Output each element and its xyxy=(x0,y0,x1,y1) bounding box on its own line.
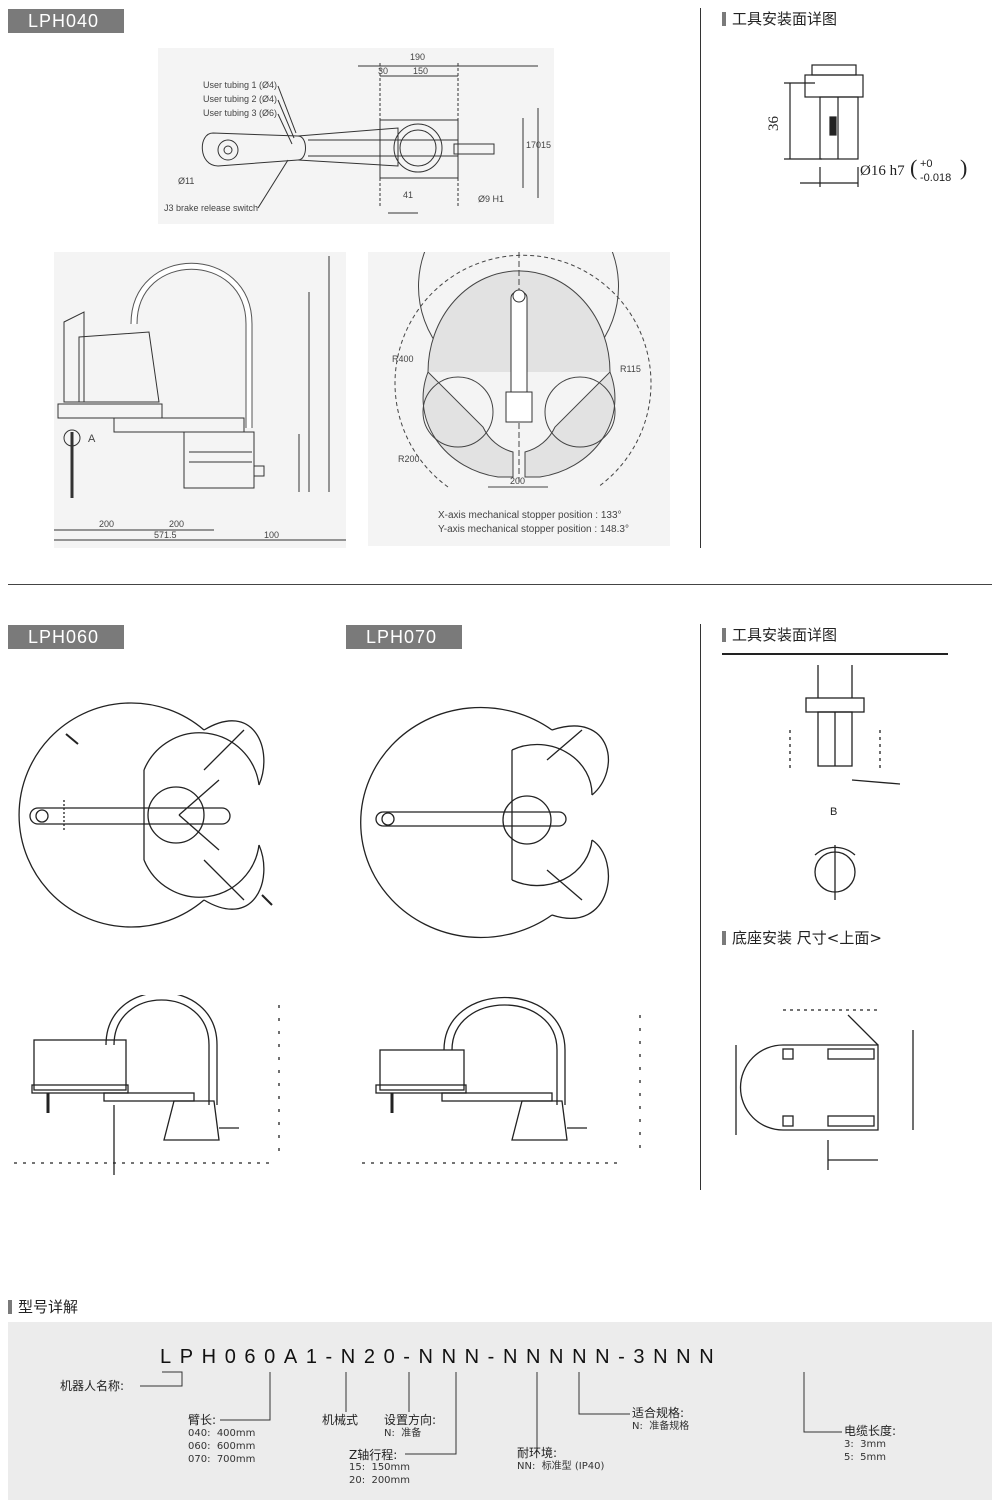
tool-mount-title-top: 工具安装面详图 xyxy=(722,10,837,28)
dim-label: 100 xyxy=(264,530,279,540)
reach-label: R400 xyxy=(392,354,414,364)
annotation-label: User tubing 2 (Ø4) xyxy=(203,94,277,104)
divider-horizontal xyxy=(8,584,992,585)
cable-label: 电缆长度: xyxy=(844,1424,897,1438)
annotation-label: User tubing 3 (Ø6) xyxy=(203,108,277,118)
reach-label: R115 xyxy=(620,364,641,374)
arm-length-option: 060: 600mm xyxy=(188,1441,256,1452)
environment-label: 耐环境: xyxy=(517,1446,558,1460)
model-tag-lph070: LPH070 xyxy=(346,625,462,649)
arm-length-option: 040: 400mm xyxy=(188,1428,256,1439)
robot-name-label: 机器人名称: xyxy=(60,1379,125,1393)
tool-dim-diameter: Ø16 h7 xyxy=(860,163,905,179)
environment-option: NN: 标准型 (IP40) xyxy=(517,1461,605,1472)
lph040-side-view-drawing: A 200 200 571.5 100 xyxy=(54,252,346,548)
model-code: LPH060A1-N20-NNN-NNNNN-3NNN xyxy=(160,1346,723,1368)
dim-label: 200 xyxy=(99,519,114,529)
arm-length-option: 070: 700mm xyxy=(188,1454,256,1465)
svg-text:): ) xyxy=(960,155,967,180)
lph040-tool-mount-drawing: 36 Ø16 h7 ( +0 -0.018 ) xyxy=(760,55,975,195)
spec-label: 适合规格: xyxy=(632,1406,685,1420)
lph070-reach-drawing xyxy=(352,690,652,950)
tool-detail-marker-b: B xyxy=(830,806,837,818)
lph060-tool-mount-drawing: B xyxy=(730,660,950,920)
tool-tol-upper: +0 xyxy=(920,158,933,170)
cable-option: 3: 3mm xyxy=(844,1439,886,1450)
model-tag-lph060: LPH060 xyxy=(8,625,124,649)
dim-label: 41 xyxy=(403,190,413,200)
tool-tol-lower: -0.018 xyxy=(920,172,951,184)
install-dir-option: N: 准备 xyxy=(384,1428,422,1439)
lph060-side-view-drawing xyxy=(4,995,304,1185)
tool-title-underline xyxy=(722,653,948,655)
dim-label: 200 xyxy=(169,519,184,529)
dim-label: 170 xyxy=(526,140,541,150)
model-detail-title: 型号详解 xyxy=(8,1298,78,1316)
install-dir-label: 设置方向: xyxy=(384,1413,437,1427)
lph070-side-view-drawing xyxy=(352,995,652,1185)
arm-length-label: 臂长: xyxy=(188,1413,217,1427)
annotation-label: Ø11 xyxy=(178,176,194,186)
reach-label: 200 xyxy=(510,476,525,486)
lph040-reach-drawing: R400 R115 R200 200 X-axis mechanical sto… xyxy=(368,252,670,546)
divider-vertical-top xyxy=(700,8,701,548)
base-mount-drawing xyxy=(728,970,948,1190)
mechanism-label: 机械式 xyxy=(322,1413,359,1427)
base-mount-title: 底座安装 尺寸<上面> xyxy=(722,929,882,947)
z-stroke-label: Z轴行程: xyxy=(349,1448,398,1462)
tool-mount-title-middle: 工具安装面详图 xyxy=(722,626,837,644)
stopper-y-text: Y-axis mechanical stopper position : 148… xyxy=(438,524,629,535)
dim-label: 190 xyxy=(410,52,425,62)
svg-text:(: ( xyxy=(910,155,917,180)
reach-label: R200 xyxy=(398,454,420,464)
dim-label: Ø9 H1 xyxy=(478,194,504,204)
dim-label: 30 xyxy=(378,66,388,76)
model-detail-panel xyxy=(8,1322,992,1500)
z-stroke-option: 15: 150mm xyxy=(349,1462,411,1473)
annotation-label: User tubing 1 (Ø4) xyxy=(203,80,277,90)
dim-label: 150 xyxy=(413,66,428,76)
spec-option: N: 准备规格 xyxy=(632,1421,690,1432)
tool-dim-height: 36 xyxy=(766,116,782,132)
lph040-top-view-drawing: 190 150 30 170 15 41 Ø9 H1 User tubing 1… xyxy=(158,48,554,224)
annotation-label: J3 brake release switch xyxy=(164,203,258,213)
stopper-x-text: X-axis mechanical stopper position : 133… xyxy=(438,510,622,521)
model-tag-lph040: LPH040 xyxy=(8,9,124,33)
dim-label: 571.5 xyxy=(154,530,177,540)
divider-vertical-middle xyxy=(700,624,701,1190)
dim-label: 15 xyxy=(541,140,551,150)
side-marker-a: A xyxy=(88,433,96,445)
z-stroke-option: 20: 200mm xyxy=(349,1475,411,1486)
lph060-reach-drawing xyxy=(4,690,304,950)
cable-option: 5: 5mm xyxy=(844,1452,886,1463)
